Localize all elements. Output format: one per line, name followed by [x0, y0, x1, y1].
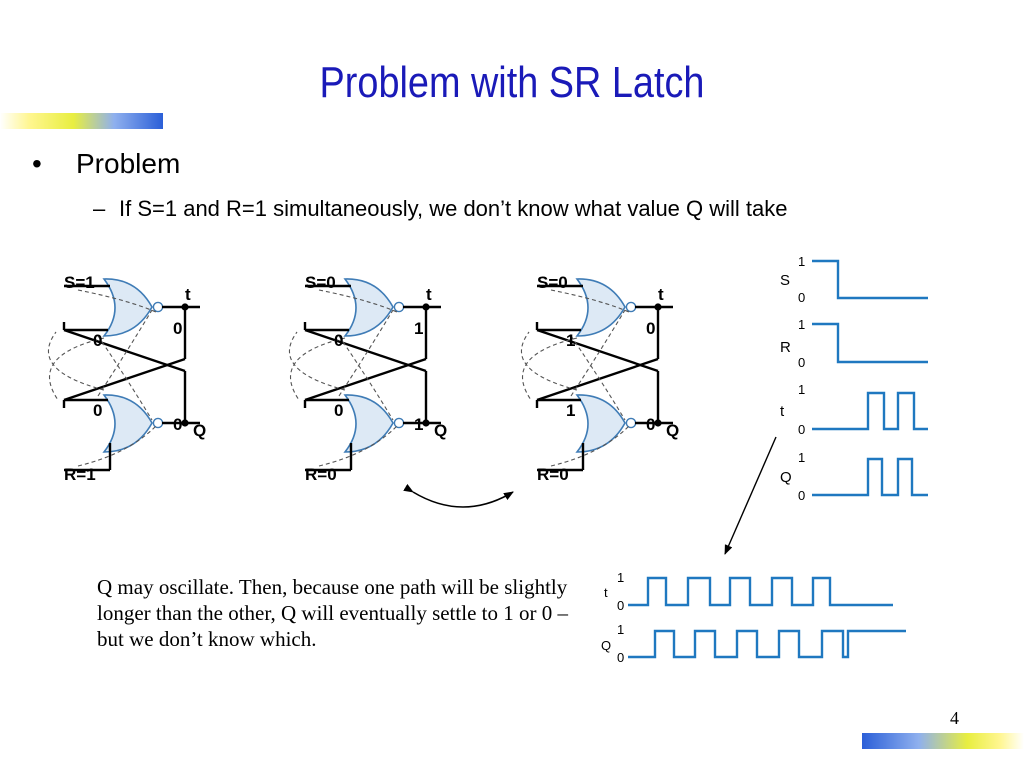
latch-3-bot-in: 1: [566, 401, 575, 420]
sub-bullet-text: If S=1 and R=1 simultaneously, we don’t …: [119, 196, 788, 221]
zoom-q-low: 0: [617, 650, 624, 665]
latch-3-top-out: 0: [646, 319, 655, 338]
timing-r-high: 1: [798, 317, 805, 332]
timing-t-wave: [812, 391, 928, 431]
zoom-t-high: 1: [617, 570, 624, 585]
oscillation-arrow-icon: [403, 483, 514, 508]
latch-1-t-label: t: [185, 285, 191, 304]
latch-3-top-in: 1: [566, 331, 575, 350]
latch-2-r-label: R=0: [305, 465, 337, 484]
timing-q-name: Q: [780, 469, 792, 486]
timing-t-name: t: [780, 403, 785, 420]
timing-s-high: 1: [798, 254, 805, 269]
zoom-q-wave: [628, 629, 906, 659]
timing-q-low: 0: [798, 488, 805, 503]
latch-1-q-label: Q: [193, 421, 206, 440]
latch-diagram-3: S=0 R=0 t Q 1 0 1 0: [520, 273, 679, 484]
timing-s-low: 0: [798, 290, 805, 305]
zoom-t-name: t: [604, 585, 608, 600]
decorative-bar-bottom: [862, 733, 1024, 749]
zoom-waveform: t 1 0 Q 1 0: [601, 570, 906, 665]
latch-2-bot-out: 1: [414, 415, 423, 434]
bullet-dot-icon: •: [32, 148, 42, 179]
latch-3-bot-out: 0: [646, 415, 655, 434]
latch-2-top-in: 0: [334, 331, 343, 350]
zoom-arrow-icon: [724, 436, 777, 555]
timing-r-wave: [812, 322, 928, 364]
latch-2-q-label: Q: [434, 421, 447, 440]
zoom-t-low: 0: [617, 598, 624, 613]
bullet-problem: • Problem: [32, 148, 180, 180]
latch-2-t-label: t: [426, 285, 432, 304]
slide-title: Problem with SR Latch: [319, 58, 705, 107]
latch-diagram-2: S=0 R=0 t Q 0 1 0 1: [288, 273, 447, 484]
sub-bullet: –If S=1 and R=1 simultaneously, we don’t…: [93, 196, 788, 222]
latch-3-q-label: Q: [666, 421, 679, 440]
latch-diagram-1: S=1 R=1 t Q 0 0 0 0: [47, 273, 206, 484]
page-number: 4: [950, 708, 959, 728]
zoom-q-high: 1: [617, 622, 624, 637]
zoom-q-name: Q: [601, 638, 611, 653]
timing-q-high: 1: [798, 450, 805, 465]
latch-1-top-out: 0: [173, 319, 182, 338]
bullet-problem-text: Problem: [76, 148, 181, 179]
latch-1-bot-in: 0: [93, 401, 102, 420]
latch-2-s-label: S=0: [305, 273, 336, 292]
latch-1-s-label: S=1: [64, 273, 95, 292]
timing-r-name: R: [780, 339, 791, 356]
oscillation-note: Q may oscillate. Then, because one path …: [97, 575, 568, 651]
latch-1-top-in: 0: [93, 331, 102, 350]
timing-s-name: S: [780, 272, 790, 289]
zoom-t-wave: [628, 576, 893, 607]
decorative-bar-top: [0, 113, 163, 129]
timing-s-wave: [812, 259, 928, 300]
timing-t-low: 0: [798, 422, 805, 437]
latch-3-r-label: R=0: [537, 465, 569, 484]
timing-r-low: 0: [798, 355, 805, 370]
timing-t-high: 1: [798, 382, 805, 397]
timing-q-wave: [812, 457, 928, 497]
dash-icon: –: [93, 196, 106, 221]
timing-diagram: S 1 0 R 1 0 t 1 0 Q 1 0: [780, 254, 928, 503]
latch-1-r-label: R=1: [64, 465, 96, 484]
latch-1-bot-out: 0: [173, 415, 182, 434]
latch-3-t-label: t: [658, 285, 664, 304]
latch-2-top-out: 1: [414, 319, 423, 338]
latch-2-bot-in: 0: [334, 401, 343, 420]
latch-3-s-label: S=0: [537, 273, 568, 292]
